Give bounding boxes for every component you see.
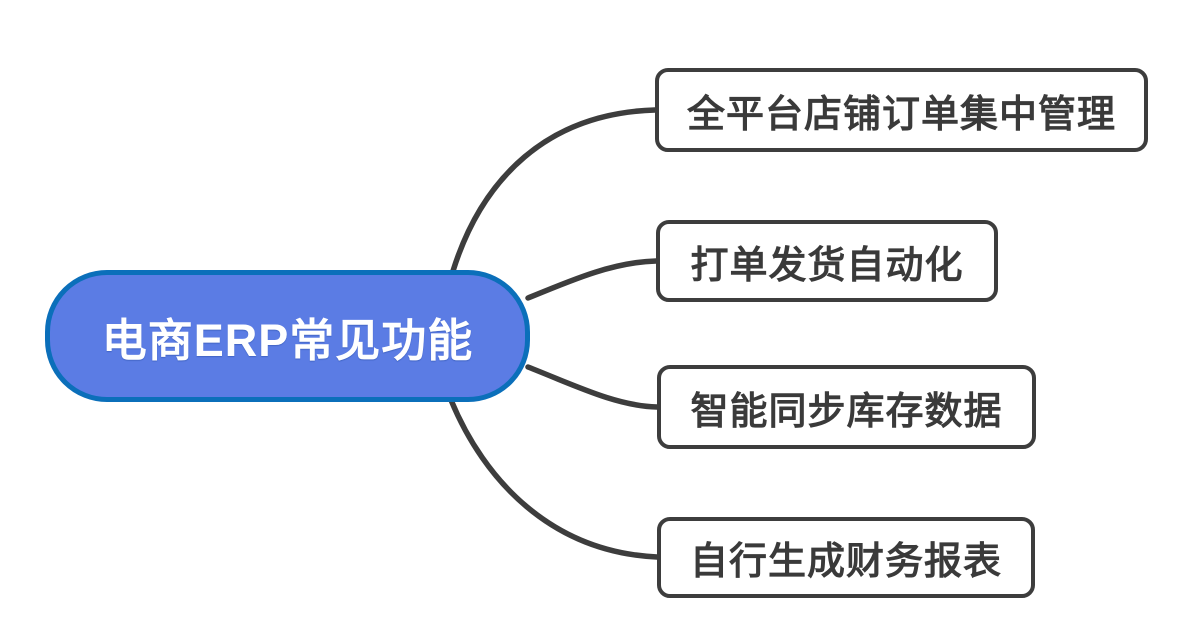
branch-node-financial-reports[interactable]: 自行生成财务报表 bbox=[657, 517, 1035, 598]
branch-label: 智能同步库存数据 bbox=[690, 390, 1003, 433]
branch-node-shipping-automation[interactable]: 打单发货自动化 bbox=[656, 220, 998, 302]
branch-label: 全平台店铺订单集中管理 bbox=[686, 93, 1116, 136]
connector-curve-3 bbox=[525, 364, 660, 410]
connector-curve-2 bbox=[525, 258, 659, 301]
branch-label: 自行生成财务报表 bbox=[689, 541, 1002, 583]
connector-curve-1 bbox=[450, 107, 658, 274]
root-topic-node[interactable]: 电商ERP常见功能 bbox=[45, 270, 530, 402]
branch-node-order-management[interactable]: 全平台店铺订单集中管理 bbox=[655, 68, 1148, 152]
connector-curve-4 bbox=[448, 397, 660, 560]
branch-label: 打单发货自动化 bbox=[690, 244, 964, 287]
root-topic-label: 电商ERP常见功能 bbox=[101, 314, 474, 366]
branch-node-inventory-sync[interactable]: 智能同步库存数据 bbox=[657, 365, 1036, 449]
